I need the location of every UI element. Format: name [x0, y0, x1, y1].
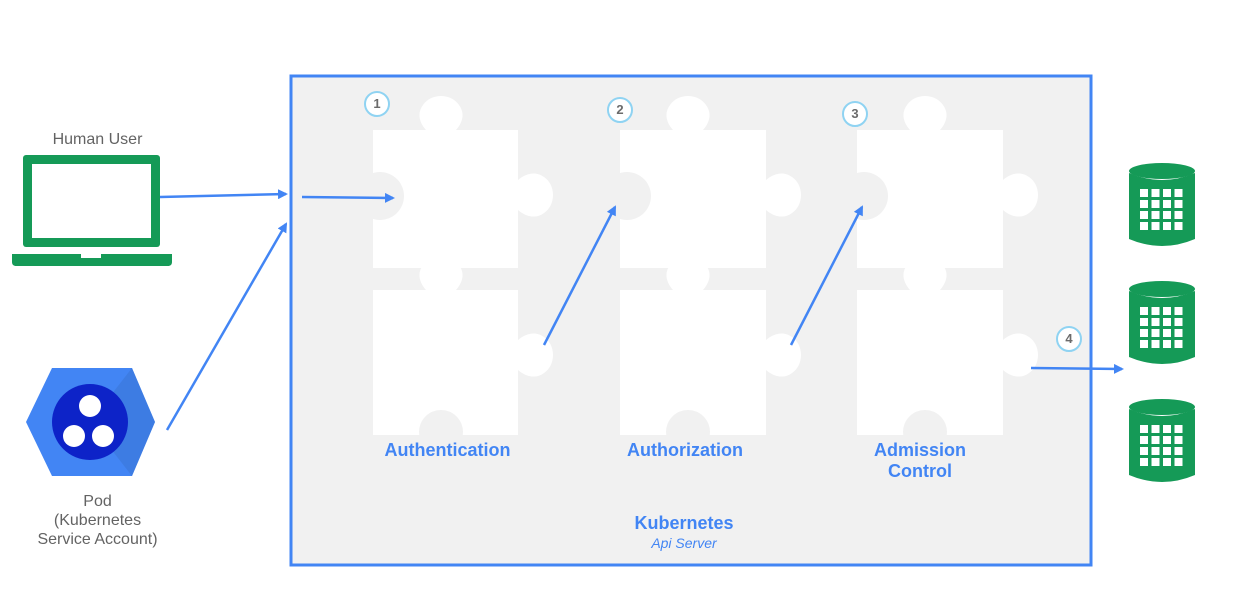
kubernetes-pod-icon [26, 368, 155, 476]
authorization-puzzle-top-icon [603, 96, 801, 268]
arrow-authorization-to-admission [789, 205, 864, 346]
api-server-subtitle: Api Server [651, 535, 717, 551]
arrow-pod-to-server [165, 222, 288, 431]
authentication-label-text: Authentication [384, 440, 511, 460]
step-4-badge: 4 [1056, 326, 1082, 352]
api-server-title: Kubernetes [634, 513, 734, 533]
pod-label-line-3: Service Account) [37, 531, 158, 548]
authorization-label: Authorization [600, 440, 770, 461]
arrow-admission-to-storage [1030, 363, 1124, 374]
admission-control-label: Admission Control [845, 440, 995, 482]
arrow-user-to-server [159, 189, 288, 200]
step-1-badge: 1 [364, 91, 390, 117]
admission-puzzle-bottom-icon [857, 256, 1038, 454]
admission-control-label-line-1: Admission [873, 440, 966, 460]
step-2-badge: 2 [607, 97, 633, 123]
step-3-badge: 3 [842, 101, 868, 127]
arrow-into-authentication [301, 192, 395, 203]
pod-label-line-1: Pod [83, 493, 112, 510]
authentication-puzzle-top-icon [356, 96, 553, 268]
database-icon [1129, 163, 1195, 246]
authentication-label: Authentication [360, 440, 535, 461]
human-user-label: Human User [52, 131, 143, 148]
pod-label-line-2: (Kubernetes [53, 512, 142, 529]
laptop-icon [12, 155, 172, 266]
admission-puzzle-top-icon [840, 96, 1038, 268]
authorization-label-text: Authorization [627, 440, 743, 460]
database-icon [1129, 399, 1195, 482]
flow-arrows [159, 189, 1124, 431]
database-icon [1129, 281, 1195, 364]
authentication-puzzle-bottom-icon [373, 256, 553, 454]
authorization-puzzle-bottom-icon [620, 256, 801, 454]
admission-control-label-line-2: Control [888, 461, 952, 481]
arrow-authentication-to-authorization [542, 205, 617, 346]
pod-label: Pod (Kubernetes Service Account) [20, 492, 175, 549]
